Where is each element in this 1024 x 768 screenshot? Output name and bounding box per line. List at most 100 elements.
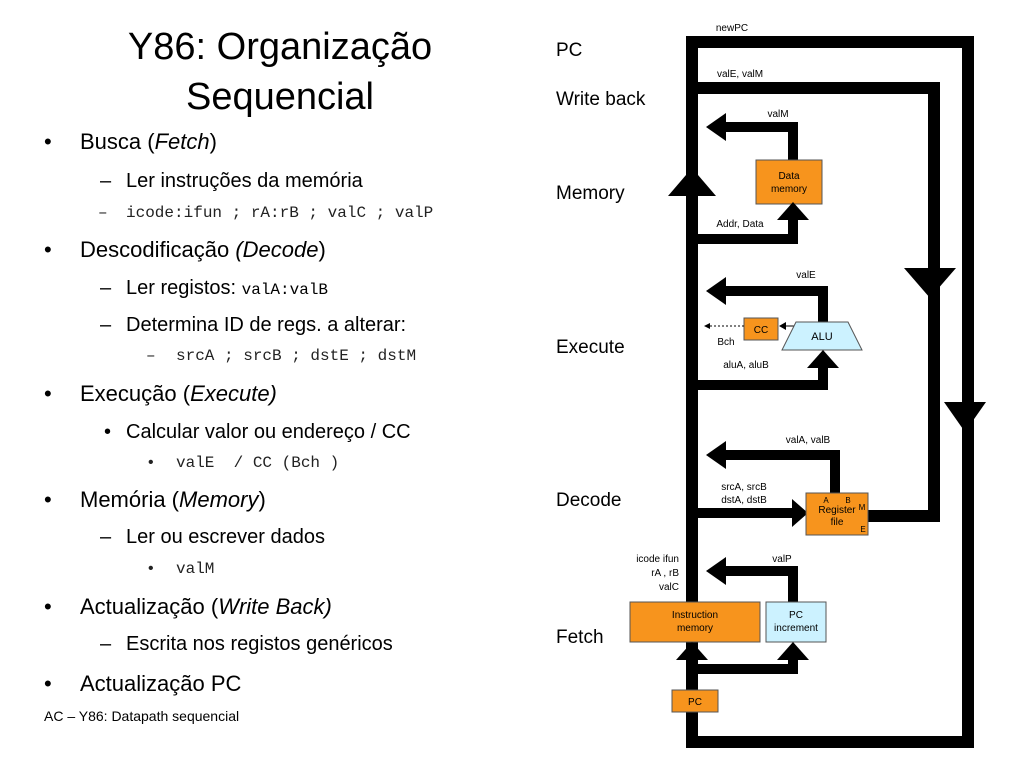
bullet-dash: – bbox=[100, 526, 112, 548]
stage-label-write-back: Write back bbox=[556, 89, 646, 110]
pc-box-label: PC bbox=[688, 697, 702, 708]
cc-label: CC bbox=[754, 325, 768, 336]
up-arrow-head bbox=[676, 642, 708, 660]
alu-box bbox=[781, 321, 863, 351]
bullet-read-registers: Ler registos: valA:valB bbox=[126, 277, 329, 299]
bullet-dot-small: • bbox=[146, 454, 156, 472]
bullet-dot: • bbox=[44, 129, 52, 154]
up-arrow-head bbox=[807, 350, 839, 368]
bullet-execute-fields: valE / CC (Bch ) bbox=[176, 454, 340, 472]
pc-increment-label-2: increment bbox=[774, 623, 818, 634]
slide-title-line2: Sequencial bbox=[185, 76, 375, 118]
bullet-dot: • bbox=[44, 594, 52, 619]
stage-label-fetch: Fetch bbox=[556, 627, 604, 648]
bullet-execute: Execução (Execute) bbox=[80, 381, 277, 406]
bch-arrow-head bbox=[704, 323, 710, 329]
newpc-label: newPC bbox=[716, 23, 748, 34]
instruction-memory-label-1: Instruction bbox=[672, 610, 718, 621]
down-arrow-head bbox=[904, 268, 956, 298]
register-port-e: E bbox=[860, 525, 865, 534]
srca-srcb-label: srcA, srcB bbox=[721, 482, 767, 493]
stage-label-memory: Memory bbox=[556, 183, 625, 204]
bullet-dash: – bbox=[100, 633, 112, 655]
stage-label-execute: Execute bbox=[556, 337, 625, 358]
left-arrow-head bbox=[706, 113, 726, 141]
addr-data-label: Addr, Data bbox=[716, 219, 764, 230]
left-arrow-head bbox=[706, 441, 726, 469]
up-arrow-head bbox=[668, 168, 716, 196]
newpc-feedback-wire bbox=[686, 36, 974, 748]
bullet-dash: – bbox=[98, 204, 108, 222]
src-dst-wire bbox=[698, 508, 798, 518]
bullet-read-write-data: Ler ou escrever dados bbox=[126, 526, 326, 548]
vale-valm-label: valE, valM bbox=[717, 69, 763, 80]
dsta-dstb-label: dstA, dstB bbox=[721, 495, 767, 506]
data-memory-label-2: memory bbox=[771, 184, 807, 195]
register-port-m: M bbox=[859, 503, 866, 512]
instruction-memory-label-2: memory bbox=[677, 623, 713, 634]
bullet-dash: – bbox=[100, 314, 112, 336]
data-memory-box bbox=[755, 159, 823, 205]
bullet-dot-small: • bbox=[104, 421, 112, 443]
alua-alub-wire bbox=[698, 364, 828, 390]
up-arrow-head bbox=[777, 202, 809, 220]
bullet-write-back: Actualização (Write Back) bbox=[80, 594, 332, 619]
bullet-dot: • bbox=[44, 237, 52, 262]
bullet-memory: Memória (Memory) bbox=[80, 487, 266, 512]
left-arrow-head bbox=[706, 277, 726, 305]
bullet-dot: • bbox=[44, 381, 52, 406]
right-arrow-head bbox=[792, 499, 808, 527]
up-arrow-head bbox=[777, 642, 809, 660]
bullet-fetch-fields: icode:ifun ; rA:rB ; valC ; valP bbox=[126, 204, 434, 222]
register-file-label-2: file bbox=[831, 517, 844, 528]
left-arrow-head bbox=[706, 557, 726, 585]
bullet-dot: • bbox=[44, 487, 52, 512]
data-memory-label-1: Data bbox=[778, 171, 800, 182]
alua-alub-label: aluA, aluB bbox=[723, 360, 769, 371]
register-file-label-1: Register bbox=[818, 505, 856, 516]
bullet-fetch: Busca (Fetch) bbox=[80, 129, 217, 154]
bullet-memory-fields: valM bbox=[176, 560, 215, 578]
bullet-dash: – bbox=[100, 277, 112, 299]
cc-arrow-head bbox=[779, 322, 786, 330]
addr-data-wire bbox=[698, 216, 798, 244]
vale-wire bbox=[718, 286, 828, 322]
vala-valb-label: valA, valB bbox=[786, 435, 831, 446]
instruction-memory-box bbox=[629, 601, 761, 643]
bullet-dash: – bbox=[146, 347, 156, 365]
bullet-decode-fields: srcA ; srcB ; dstE ; dstM bbox=[176, 347, 417, 365]
bullet-dot-small: • bbox=[146, 560, 156, 578]
down-arrow-head bbox=[944, 402, 986, 432]
bullet-dot: • bbox=[44, 671, 52, 696]
valc-label: valC bbox=[659, 582, 679, 593]
stage-label-decode: Decode bbox=[556, 490, 622, 511]
bullet-pc-update: Actualização PC bbox=[80, 671, 242, 696]
valm-label: valM bbox=[767, 109, 788, 120]
vale-label: valE bbox=[796, 270, 816, 281]
pc-box bbox=[671, 689, 719, 713]
register-file-box bbox=[805, 492, 869, 536]
bullet-write-registers: Escrita nos registos genéricos bbox=[126, 633, 393, 655]
cc-box bbox=[743, 317, 779, 341]
vale-valm-wire bbox=[698, 82, 940, 522]
register-port-a: A bbox=[823, 496, 829, 505]
bullet-read-instructions: Ler instruções da memória bbox=[126, 170, 363, 192]
vala-valb-wire bbox=[718, 450, 840, 494]
slide-footer: AC – Y86: Datapath sequencial bbox=[44, 708, 240, 724]
bullet-decode: Descodificação (Decode) bbox=[80, 237, 326, 262]
bch-label: Bch bbox=[717, 337, 734, 348]
pc-to-fetch-wire bbox=[686, 656, 798, 690]
pc-increment-box bbox=[765, 601, 827, 643]
bullet-compute-value: Calcular valor ou endereço / CC bbox=[126, 421, 411, 443]
bullet-determine-id: Determina ID de regs. a alterar: bbox=[126, 314, 407, 336]
alu-label: ALU bbox=[811, 331, 832, 343]
slide-title: Y86: Organização Sequencial bbox=[40, 22, 520, 122]
ra-rb-label: rA , rB bbox=[651, 568, 679, 579]
icode-ifun-label: icode ifun bbox=[636, 554, 679, 565]
slide-title-line1: Y86: Organização bbox=[127, 26, 433, 68]
bullet-dash: – bbox=[100, 170, 112, 192]
stage-label-pc: PC bbox=[556, 40, 583, 61]
valp-wire bbox=[718, 566, 798, 602]
valp-label: valP bbox=[772, 554, 792, 565]
